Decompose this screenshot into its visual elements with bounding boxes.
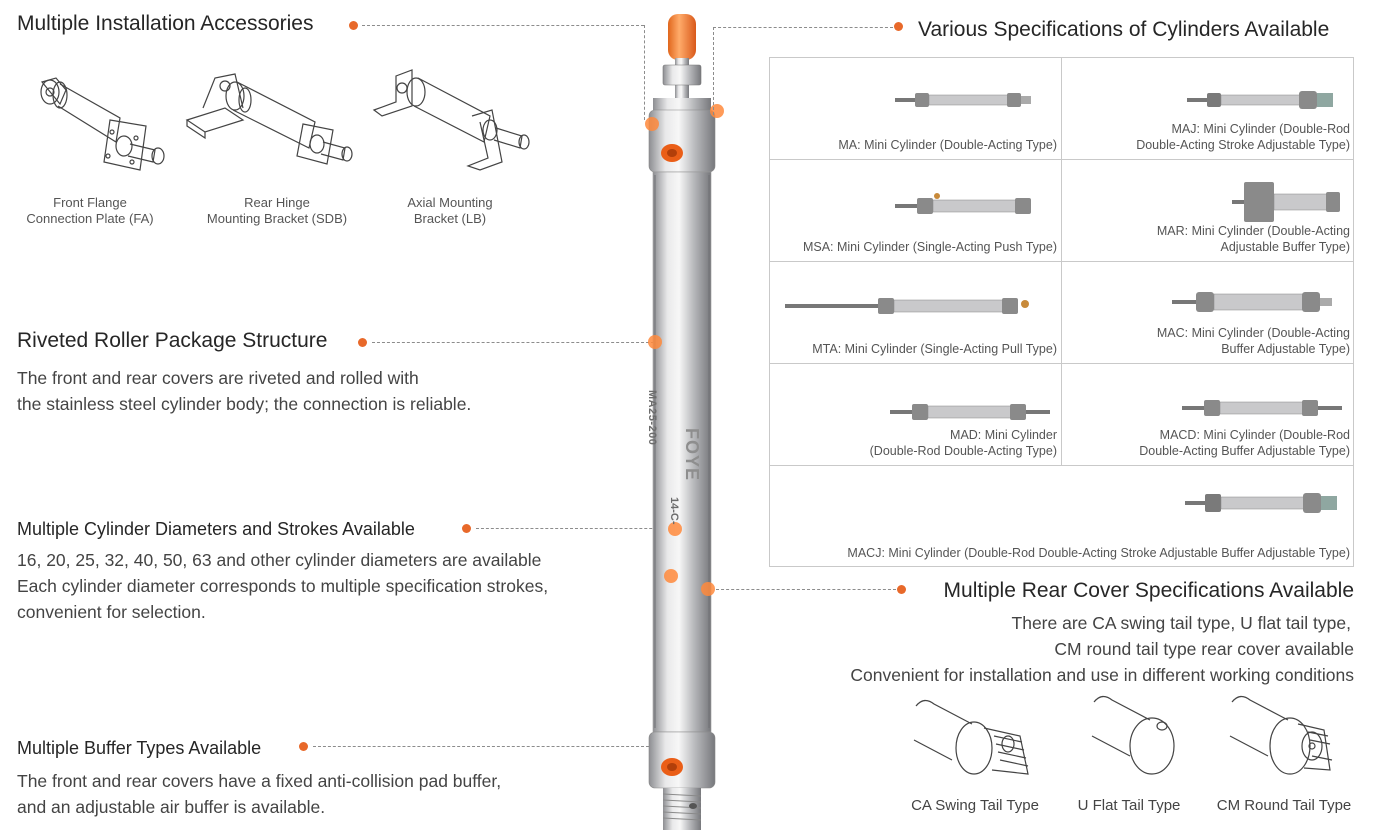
mar-cylinder-icon [1232, 182, 1340, 222]
specs-callout-line [713, 27, 893, 28]
spec-label-mar: MAR: Mini Cylinder (Double-Acting Adjust… [1156, 224, 1350, 254]
diameters-callout-line [476, 528, 672, 529]
rear-callout-dot [897, 585, 906, 594]
ma-cylinder-icon [895, 93, 1031, 107]
riveted-callout-line [372, 342, 654, 343]
specs-callout-dot [894, 22, 903, 31]
spec-cell-msa: MSA: Mini Cylinder (Single-Acting Push T… [770, 160, 1062, 262]
rear-hinge-bracket-icon [185, 73, 353, 165]
spec-label-maj: MAJ: Mini Cylinder (Double-Rod Double-Ac… [1136, 122, 1350, 152]
u-flat-tail-icon [1091, 695, 1175, 775]
spec-cell-maj: MAJ: Mini Cylinder (Double-Rod Double-Ac… [1062, 58, 1354, 160]
front-flange-plate-icon [40, 77, 165, 171]
accessory-label-sdb: Rear Hinge Mounting Bracket (SDB) [206, 195, 348, 226]
macj-cylinder-icon [1185, 493, 1337, 513]
mad-cylinder-icon [890, 404, 1050, 420]
rear-text-1: There are CA swing tail type, U flat tai… [1011, 613, 1351, 633]
spec-cell-macj: MACJ: Mini Cylinder (Double-Rod Double-A… [770, 466, 1354, 567]
diameters-text-1: 16, 20, 25, 32, 40, 50, 63 and other cyl… [17, 550, 542, 570]
diameters-text-2: Each cylinder diameter corresponds to mu… [17, 576, 549, 596]
cylinder-code-text: 14-C- [668, 497, 680, 525]
specs-callout-line-v [713, 27, 714, 115]
buffer-callout-line [313, 746, 649, 747]
axial-mounting-bracket-icon [372, 69, 530, 171]
riveted-title: Riveted Roller Package Structure [17, 329, 328, 352]
diameters-text-3: convenient for selection. [17, 602, 206, 622]
rear-callout-line [716, 589, 896, 590]
rear-text-3: Convenient for installation and use in d… [850, 665, 1354, 685]
cm-round-tail-icon [1229, 695, 1333, 775]
specs-title: Various Specifications of Cylinders Avai… [918, 18, 1330, 41]
spec-label-msa: MSA: Mini Cylinder (Single-Acting Push T… [802, 240, 1057, 254]
accessories-callout-line-v [644, 25, 645, 120]
cylinder-image [645, 14, 724, 830]
spec-label-mta: MTA: Mini Cylinder (Single-Acting Pull T… [812, 342, 1057, 356]
spec-cell-ma: MA: Mini Cylinder (Double-Acting Type) [770, 58, 1062, 160]
riveted-callout-dot [358, 338, 367, 347]
cylinder-brand-logo: FOYE [682, 428, 702, 482]
spec-label-ma: MA: Mini Cylinder (Double-Acting Type) [838, 138, 1057, 152]
spec-label-macd: MACD: Mini Cylinder (Double-Rod Double-A… [1139, 428, 1350, 458]
spec-cell-macd: MACD: Mini Cylinder (Double-Rod Double-A… [1062, 364, 1354, 466]
mta-cylinder-icon [785, 298, 1029, 314]
accessories-callout-dot [349, 21, 358, 30]
spec-label-mac: MAC: Mini Cylinder (Double-Acting Buffer… [1156, 326, 1350, 356]
spec-cell-mac: MAC: Mini Cylinder (Double-Acting Buffer… [1062, 262, 1354, 364]
accessory-label-lb: Axial Mounting Bracket (LB) [407, 195, 493, 226]
buffer-title: Multiple Buffer Types Available [17, 738, 262, 758]
accessory-label-fa: Front Flange Connection Plate (FA) [26, 195, 154, 226]
tail-label-ca: CA Swing Tail Type [911, 797, 1039, 814]
spec-cell-mar: MAR: Mini Cylinder (Double-Acting Adjust… [1062, 160, 1354, 262]
tail-label-u: U Flat Tail Type [1077, 797, 1181, 814]
mac-cylinder-icon [1172, 292, 1332, 312]
riveted-text-1: The front and rear covers are riveted an… [17, 368, 419, 388]
riveted-text-2: the stainless steel cylinder body; the c… [17, 394, 472, 414]
rear-text-2: CM round tail type rear cover available [1054, 639, 1354, 659]
buffer-text-2: and an adjustable air buffer is availabl… [17, 797, 326, 817]
diameters-callout-dot [462, 524, 471, 533]
maj-cylinder-icon [1187, 91, 1333, 109]
spec-label-mad: MAD: Mini Cylinder (Double-Rod Double-Ac… [869, 428, 1057, 458]
accessories-title: Multiple Installation Accessories [17, 12, 314, 35]
ca-swing-tail-icon [913, 699, 1029, 775]
diameters-title: Multiple Cylinder Diameters and Strokes … [17, 519, 415, 539]
buffer-text-1: The front and rear covers have a fixed a… [17, 771, 502, 791]
spec-label-macj: MACJ: Mini Cylinder (Double-Rod Double-A… [847, 546, 1350, 560]
buffer-callout-dot [299, 742, 308, 751]
cylinder-spec-grid: MA: Mini Cylinder (Double-Acting Type) M… [769, 57, 1354, 567]
tail-label-cm: CM Round Tail Type [1216, 797, 1352, 814]
accessories-callout-line [362, 25, 644, 26]
msa-cylinder-icon [895, 193, 1031, 214]
rear-title: Multiple Rear Cover Specifications Avail… [943, 579, 1354, 602]
cylinder-model-text: MA25-200 [646, 390, 658, 446]
spec-cell-mad: MAD: Mini Cylinder (Double-Rod Double-Ac… [770, 364, 1062, 466]
spec-cell-mta: MTA: Mini Cylinder (Single-Acting Pull T… [770, 262, 1062, 364]
macd-cylinder-icon [1182, 400, 1342, 416]
